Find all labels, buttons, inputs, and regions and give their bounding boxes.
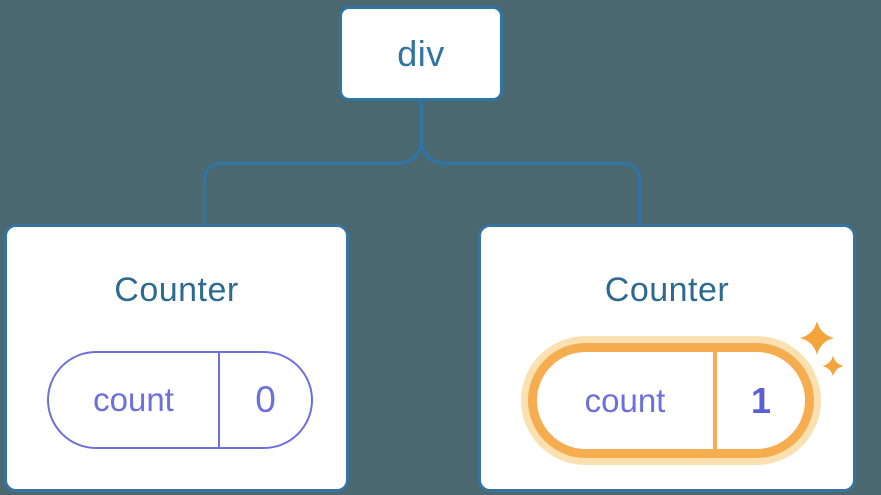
component-title: Counter <box>114 271 239 309</box>
root-node-div: div <box>339 6 503 101</box>
counter-node-right: Counter count 1 <box>478 224 856 492</box>
pill-divider <box>713 352 717 449</box>
state-value: 1 <box>750 379 772 421</box>
root-node-label: div <box>397 32 445 74</box>
state-key-label: count <box>93 381 174 418</box>
state-pill-highlighted: count 1 <box>528 343 814 458</box>
connector-left-branch <box>202 100 424 226</box>
state-value: 0 <box>255 379 276 420</box>
state-pill: count 0 <box>47 351 313 449</box>
pill-divider <box>218 353 220 447</box>
state-key-label: count <box>584 381 666 419</box>
component-title: Counter <box>604 271 730 309</box>
counter-node-left: Counter count 0 <box>4 224 349 492</box>
connector-right-branch <box>419 100 642 226</box>
